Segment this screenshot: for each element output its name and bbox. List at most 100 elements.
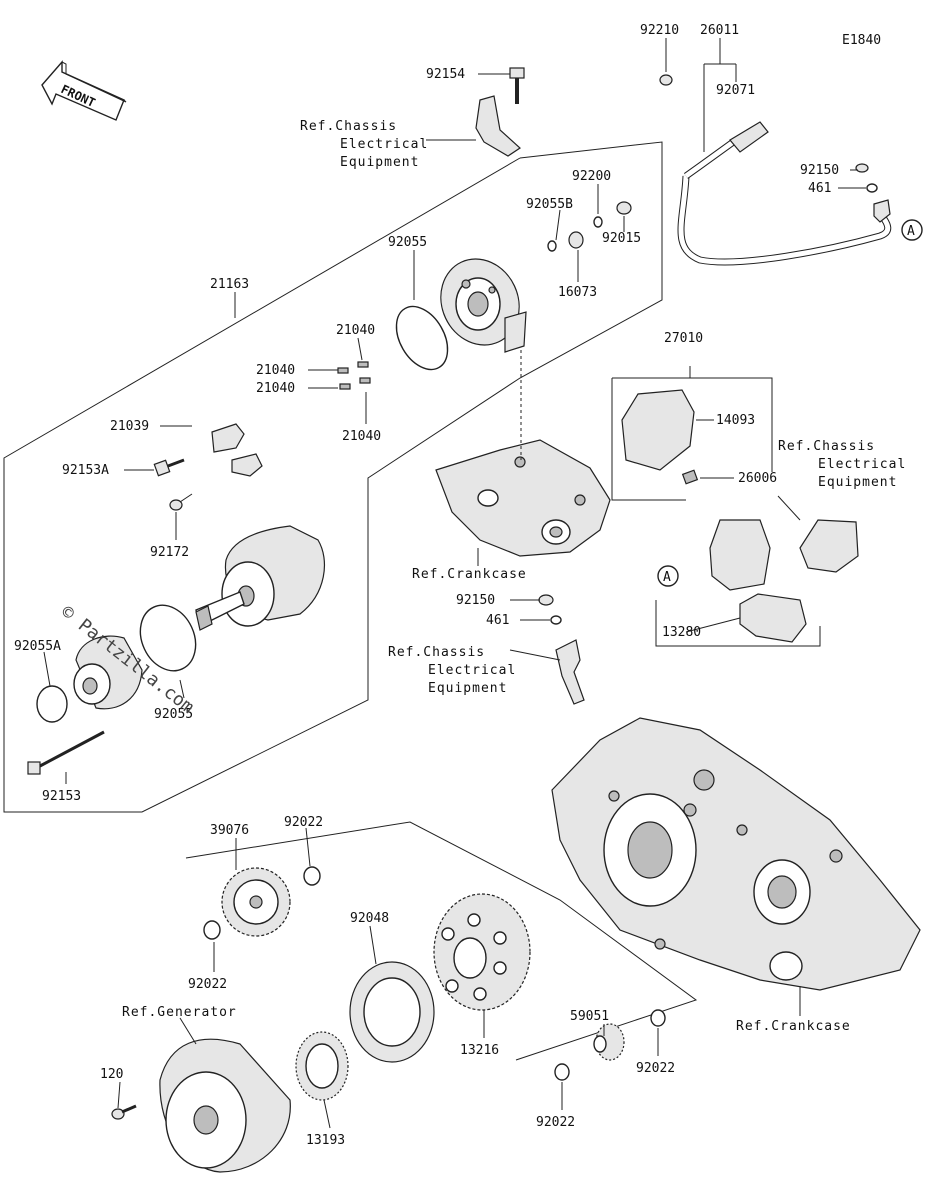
label-26011: 26011 [700,23,739,38]
leader-lines [43,38,866,1129]
bolt-92150-mid [538,594,554,606]
cable-terminal-top [475,95,521,157]
battery-cable [677,137,892,266]
label-92200: 92200 [572,169,611,184]
ref-crankcase-mid: Ref.Crankcase [412,567,527,582]
diagram-code: E1840 [842,33,881,48]
label-16073: 16073 [558,285,597,300]
label-92153: 92153 [42,789,81,804]
label-26006: 26006 [738,471,777,486]
washer-461-mid [550,615,562,625]
starter-end-cover [440,258,527,353]
gear-59051 [593,1023,625,1061]
gear-group-frame [185,821,698,1061]
label-92015: 92015 [602,231,641,246]
crankcase-main [551,717,921,991]
nut-92210 [659,74,673,86]
label-92154: 92154 [426,67,465,82]
o-ring-92055-top [395,305,449,371]
washer-92022-c [650,1009,666,1027]
label-92048: 92048 [350,911,389,926]
front-arrow-icon: FRONT [41,60,127,121]
label-21040-d: 21040 [342,429,381,444]
bolt-92154 [509,67,525,104]
washer-92022-a [303,866,321,886]
label-13193: 13193 [306,1133,345,1148]
label-92071: 92071 [716,83,755,98]
crankcase-cover-mid [435,439,611,557]
label-92055-top: 92055 [388,235,427,250]
label-21040-c: 21040 [256,381,295,396]
nut-92015 [616,201,632,215]
svg-text:Ref.Chassis: Ref.Chassis [778,439,875,454]
svg-text:Electrical: Electrical [340,137,428,152]
label-21040-a: 21040 [336,323,375,338]
ref-chassis-right: Ref.Chassis Electrical Equipment [778,439,905,490]
callout-a-right: A [907,224,915,239]
screw-92153a [153,458,185,477]
washer-92055b [547,240,557,252]
svg-text:Electrical: Electrical [428,663,516,678]
relay-bracket [799,519,859,573]
ref-generator: Ref.Generator [122,1005,237,1020]
label-21039: 21039 [110,419,149,434]
svg-text:Equipment: Equipment [428,681,507,696]
label-92022-b: 92022 [188,977,227,992]
label-13280: 13280 [662,625,701,640]
label-92022-d: 92022 [536,1115,575,1130]
cap-92071 [729,121,769,153]
svg-text:Ref.Chassis: Ref.Chassis [388,645,485,660]
label-27010: 27010 [664,331,703,346]
label-92022-c: 92022 [636,1061,675,1076]
washer-92200 [593,216,603,228]
svg-text:Equipment: Equipment [340,155,419,170]
svg-text:Equipment: Equipment [818,475,897,490]
label-21040-b: 21040 [256,363,295,378]
clutch-plate-92048 [349,961,435,1063]
label-13216: 13216 [460,1043,499,1058]
label-92055a: 92055A [14,639,61,654]
idle-gear-39076 [221,867,291,937]
label-21163: 21163 [210,277,249,292]
label-92150-top: 92150 [800,163,839,178]
fuse-26006 [681,469,699,485]
label-14093: 14093 [716,413,755,428]
starter-relay [709,519,771,591]
callout-a-right-circle [901,219,923,241]
brush-holder [211,423,263,477]
generator-rotor [159,1038,291,1173]
svg-text:Ref.Chassis: Ref.Chassis [300,119,397,134]
label-92172: 92172 [150,545,189,560]
relay-group-frame [611,366,821,647]
relay-cover-14093 [621,389,695,471]
label-92022-a: 92022 [284,815,323,830]
label-59051: 59051 [570,1009,609,1024]
bolt-120 [111,1104,137,1120]
collar-16073 [568,231,584,249]
one-way-clutch-13193 [295,1031,349,1101]
washer-92022-b [203,920,221,940]
o-ring-92055a [36,685,68,723]
washer-92022-d [554,1063,570,1081]
starter-front-cover [73,635,143,710]
starter-motor [195,525,325,631]
screw-92172 [169,493,193,511]
callout-a-mid: A [663,570,671,585]
label-39076: 39076 [210,823,249,838]
label-92150-mid: 92150 [456,593,495,608]
starter-group-frame [3,141,663,813]
ground-cable [555,639,585,705]
brush-springs [337,361,371,390]
label-92153a: 92153A [62,463,109,478]
label-92055-bottom: 92055 [154,707,193,722]
relay-cover-13280 [739,593,807,643]
label-92055b: 92055B [526,197,573,212]
label-461-mid: 461 [486,613,509,628]
ref-crankcase-bottom: Ref.Crankcase [736,1019,851,1034]
callout-a-mid-circle [657,565,679,587]
ref-chassis-top: Ref.Chassis Electrical Equipment [300,119,428,170]
bolt-92150-top [855,163,869,173]
label-92210: 92210 [640,23,679,38]
o-ring-92055-bottom [139,604,197,672]
